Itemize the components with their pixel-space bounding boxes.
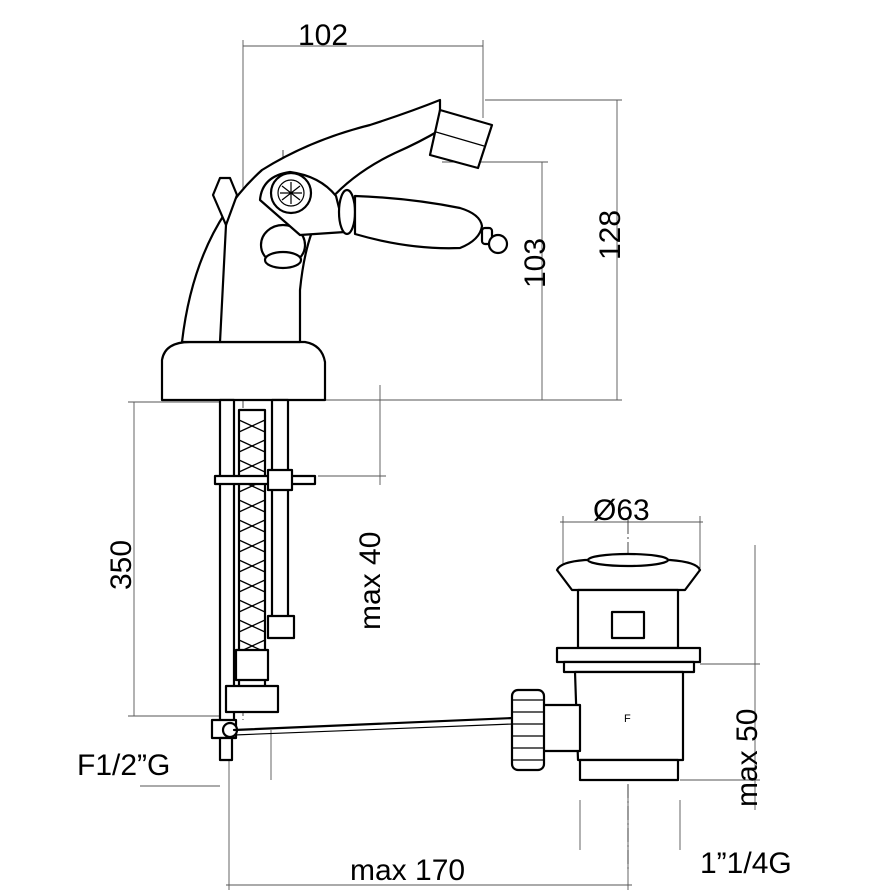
dim-waste-thread: 1”1/4G — [700, 847, 792, 880]
waste-cap — [555, 558, 702, 592]
waste-window — [610, 610, 646, 640]
waste-assembly: F — [510, 552, 702, 782]
dim-height-spout: 103 — [519, 238, 552, 288]
horizontal-rod — [232, 716, 515, 732]
dim-max-thickness: max 40 — [354, 532, 387, 630]
dim-waste-max-height: max 50 — [731, 709, 764, 807]
dim-max-reach: max 170 — [350, 854, 465, 887]
hoses — [210, 398, 515, 762]
knurled-nut — [510, 688, 546, 772]
faucet-body — [160, 98, 509, 402]
waste-side-boss — [538, 703, 582, 753]
hose-connector — [234, 648, 270, 682]
handle-knob — [487, 233, 509, 255]
dim-width-top: 102 — [298, 19, 348, 52]
dimension-labels: 102 103 128 350 max 40 Ø63 max 50 F1/2”G… — [77, 19, 792, 887]
dim-waste-diameter: Ø63 — [593, 494, 650, 527]
rigid-tube — [270, 398, 290, 622]
waste-mark-label: F — [624, 713, 631, 725]
fixing-plate — [213, 474, 317, 486]
popup-rod-top — [218, 223, 228, 344]
tube-nut — [266, 614, 296, 640]
popup-knob — [211, 176, 239, 227]
dim-hose-length: 350 — [105, 540, 138, 590]
dim-inlet-thread: F1/2”G — [77, 749, 170, 782]
waste-thread — [578, 758, 680, 782]
waste-washer — [562, 660, 696, 674]
faucet-base — [160, 340, 327, 402]
dim-height-total: 128 — [594, 210, 627, 260]
popup-rod — [218, 398, 236, 732]
inlet-nut — [224, 684, 280, 714]
handle-ring — [337, 188, 357, 236]
fixing-nut — [266, 468, 294, 492]
lever-handle — [353, 194, 484, 250]
rod-end — [218, 736, 234, 762]
waste-flange — [555, 646, 702, 664]
dimension-lines — [128, 40, 760, 890]
